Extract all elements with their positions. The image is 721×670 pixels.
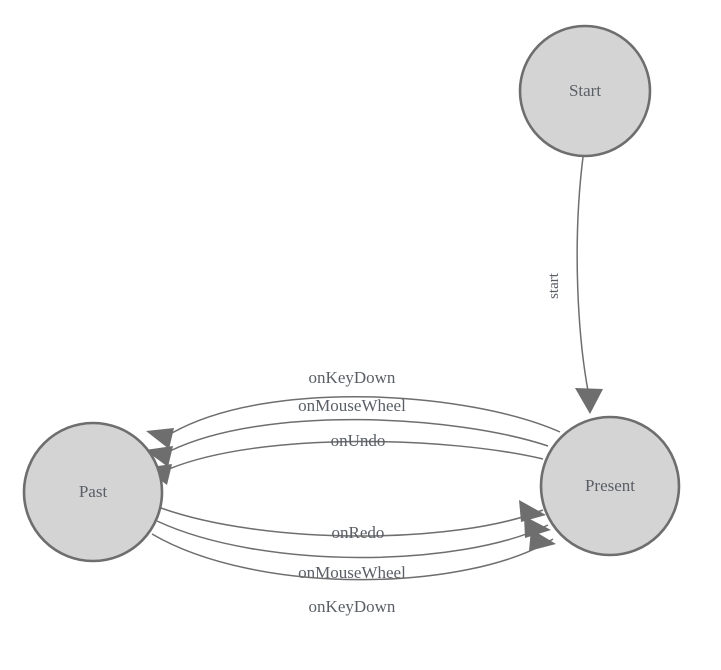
edge-label: onUndo: [331, 431, 386, 450]
arrowhead-icon: [146, 428, 174, 449]
edge-label: onMouseWheel: [298, 396, 406, 415]
node-past[interactable]: Past: [22, 421, 164, 563]
edge-label: onKeyDown: [309, 368, 396, 387]
edge-onmousewheel-present-to-past[interactable]: onMouseWheel: [145, 396, 549, 467]
node-shape: [518, 24, 652, 158]
node-label: Past: [79, 482, 108, 501]
node-label: Start: [569, 81, 601, 100]
edge-label: start: [546, 272, 562, 299]
edge-path: [576, 156, 590, 397]
node-present[interactable]: Present: [539, 415, 681, 557]
node-start[interactable]: Start: [518, 24, 652, 158]
arrowhead-icon: [145, 446, 173, 467]
edge-path: [151, 533, 554, 581]
edge-onkeydown-present-to-past[interactable]: onKeyDown: [146, 368, 561, 449]
edge-label: onRedo: [332, 523, 385, 542]
edge-onundo-present-to-past[interactable]: onUndo: [144, 431, 544, 485]
node-shape: [539, 415, 681, 557]
node-shape: [22, 421, 164, 563]
edge-path: [169, 418, 549, 452]
edge-onredo-past-to-present[interactable]: onRedo: [160, 500, 546, 542]
edge-onmousewheel-past-to-present[interactable]: onMouseWheel: [156, 516, 551, 582]
arrowhead-icon: [519, 500, 546, 522]
edge-start-to-present[interactable]: start: [546, 156, 603, 414]
edge-path: [160, 507, 544, 537]
node-label: Present: [585, 476, 635, 495]
arrowhead-icon: [575, 388, 603, 414]
edge-label: onKeyDown: [309, 597, 396, 616]
edge-onkeydown-past-to-present[interactable]: onKeyDown: [151, 529, 556, 616]
arrowhead-icon: [529, 529, 556, 551]
edge-path: [171, 395, 561, 434]
edge-label: onMouseWheel: [298, 563, 406, 582]
edge-path: [168, 440, 544, 470]
edge-path: [156, 520, 549, 559]
